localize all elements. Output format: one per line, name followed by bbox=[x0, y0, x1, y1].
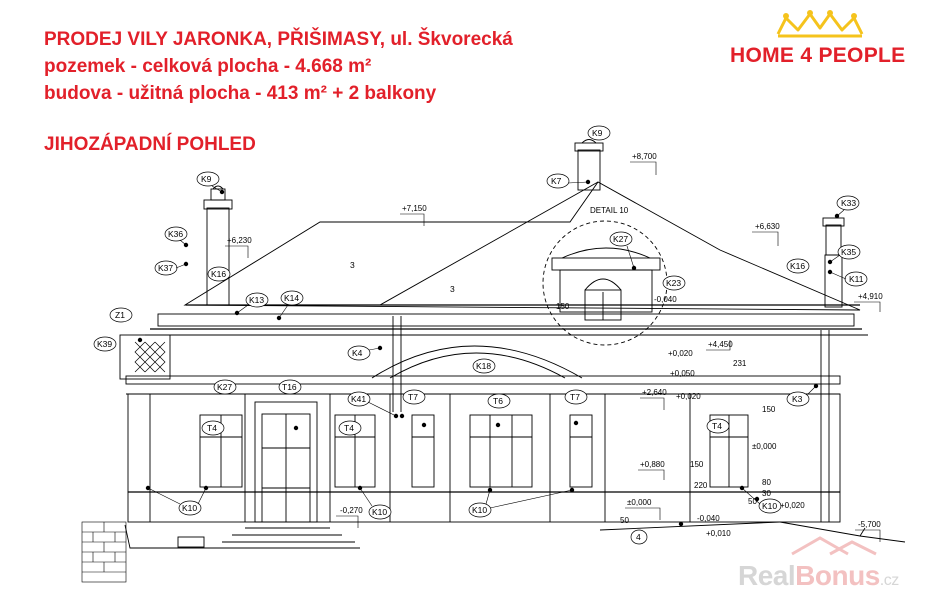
tag-k16-left: K16 bbox=[211, 269, 226, 279]
tag-t4-a: T4 bbox=[207, 423, 217, 433]
tag-k35: K35 bbox=[841, 247, 856, 257]
tag-k16-right: K16 bbox=[790, 261, 805, 271]
tag-k9-top: K9 bbox=[592, 128, 603, 138]
tag-k14: K14 bbox=[284, 293, 299, 303]
brand-logo[interactable]: HOME 4 PEOPLE bbox=[730, 10, 935, 75]
watermark-real: Real bbox=[738, 560, 796, 591]
tag-k10-c: K10 bbox=[472, 505, 487, 515]
dim-30: 30 bbox=[762, 489, 771, 498]
level-right-roof: +6,630 bbox=[755, 222, 780, 231]
detail-label: DETAIL 10 bbox=[590, 206, 629, 215]
level-right-ground: -5,700 bbox=[858, 520, 881, 529]
tag-t6: T6 bbox=[493, 396, 503, 406]
tag-t4-b: T4 bbox=[344, 423, 354, 433]
view-title: JIHOZÁPADNÍ POHLED bbox=[44, 134, 256, 155]
tag-k11: K11 bbox=[849, 274, 864, 284]
tag-k39: K39 bbox=[97, 339, 112, 349]
tag-k37: K37 bbox=[158, 263, 173, 273]
tag-k9-left: K9 bbox=[201, 174, 212, 184]
dim-150c: 150 bbox=[690, 460, 704, 469]
tag-t4-c: T4 bbox=[712, 421, 722, 431]
level-ridge: +8,700 bbox=[632, 152, 657, 161]
tag-k27-low: K27 bbox=[217, 382, 232, 392]
tag-k10-b: K10 bbox=[372, 507, 387, 517]
dim-020-c: +0,020 bbox=[780, 501, 805, 510]
level-window-sill: -0,040 bbox=[654, 295, 677, 304]
crown-icon bbox=[776, 10, 864, 38]
level-upper-cornice: +4,450 bbox=[708, 340, 733, 349]
level-sill: +0,880 bbox=[640, 460, 665, 469]
roof-watermark-icon bbox=[791, 536, 877, 556]
tag-k10-d: K10 bbox=[762, 501, 777, 511]
tag-k10-a: K10 bbox=[182, 503, 197, 513]
realbonus-watermark: RealBonus.cz bbox=[738, 536, 899, 592]
title-block: PRODEJ VILY JARONKA, PŘIŠIMASY, ul. Škvo… bbox=[44, 26, 513, 107]
title-line-2: pozemek - celková plocha - 4.668 m² bbox=[44, 56, 372, 77]
roof-section-3-left: 3 bbox=[350, 260, 355, 270]
level-left-roof: +7,150 bbox=[402, 204, 427, 213]
tag-k33: K33 bbox=[841, 198, 856, 208]
dim-150b: 150 bbox=[762, 405, 776, 414]
dim-020-b: +0,020 bbox=[676, 392, 701, 401]
dim-80: 80 bbox=[762, 478, 771, 487]
dim-040: -0,040 bbox=[697, 514, 720, 523]
watermark-suffix: .cz bbox=[879, 572, 899, 589]
tag-k3: K3 bbox=[792, 394, 803, 404]
tag-k27-top: K27 bbox=[613, 234, 628, 244]
dim-231: 231 bbox=[733, 359, 747, 368]
watermark-bonus: Bonus bbox=[795, 560, 880, 591]
dim-150: 150 bbox=[556, 302, 570, 311]
tag-t16: T16 bbox=[282, 382, 297, 392]
level-right-eave: +4,910 bbox=[858, 292, 883, 301]
title-line-1: PRODEJ VILY JARONKA, PŘIŠIMASY, ul. Škvo… bbox=[44, 29, 513, 50]
roof-section-3-right: 3 bbox=[450, 284, 455, 294]
dim-020-a: +0,020 bbox=[668, 349, 693, 358]
title-line-3: budova - užitná plocha - 413 m² + 2 balk… bbox=[44, 83, 437, 104]
tag-k18: K18 bbox=[476, 361, 491, 371]
tag-t7-b: T7 bbox=[570, 392, 580, 402]
tag-k36: K36 bbox=[168, 229, 183, 239]
tag-k4: K4 bbox=[352, 348, 363, 358]
dim-220: 220 bbox=[694, 481, 708, 490]
level-floor: ±0,000 bbox=[627, 498, 652, 507]
level-gutter: +2,640 bbox=[642, 388, 667, 397]
grid-marker-4: 4 bbox=[636, 532, 641, 542]
tag-z1: Z1 bbox=[115, 310, 125, 320]
tag-k13: K13 bbox=[249, 295, 264, 305]
tag-t7-a: T7 bbox=[408, 392, 418, 402]
dim-50: 50 bbox=[748, 497, 757, 506]
tag-k41: K41 bbox=[351, 394, 366, 404]
dim-050: +0,050 bbox=[670, 369, 695, 378]
level-left-eave: +6,230 bbox=[227, 236, 252, 245]
level-left-ground: -0,270 bbox=[340, 506, 363, 515]
tag-k7: K7 bbox=[551, 176, 562, 186]
brand-name: HOME 4 PEOPLE bbox=[730, 44, 906, 67]
tag-k23: K23 bbox=[666, 278, 681, 288]
dim-010: +0,010 bbox=[706, 529, 731, 538]
dim-50b: 50 bbox=[620, 516, 629, 525]
dim-000-right: ±0,000 bbox=[752, 442, 777, 451]
